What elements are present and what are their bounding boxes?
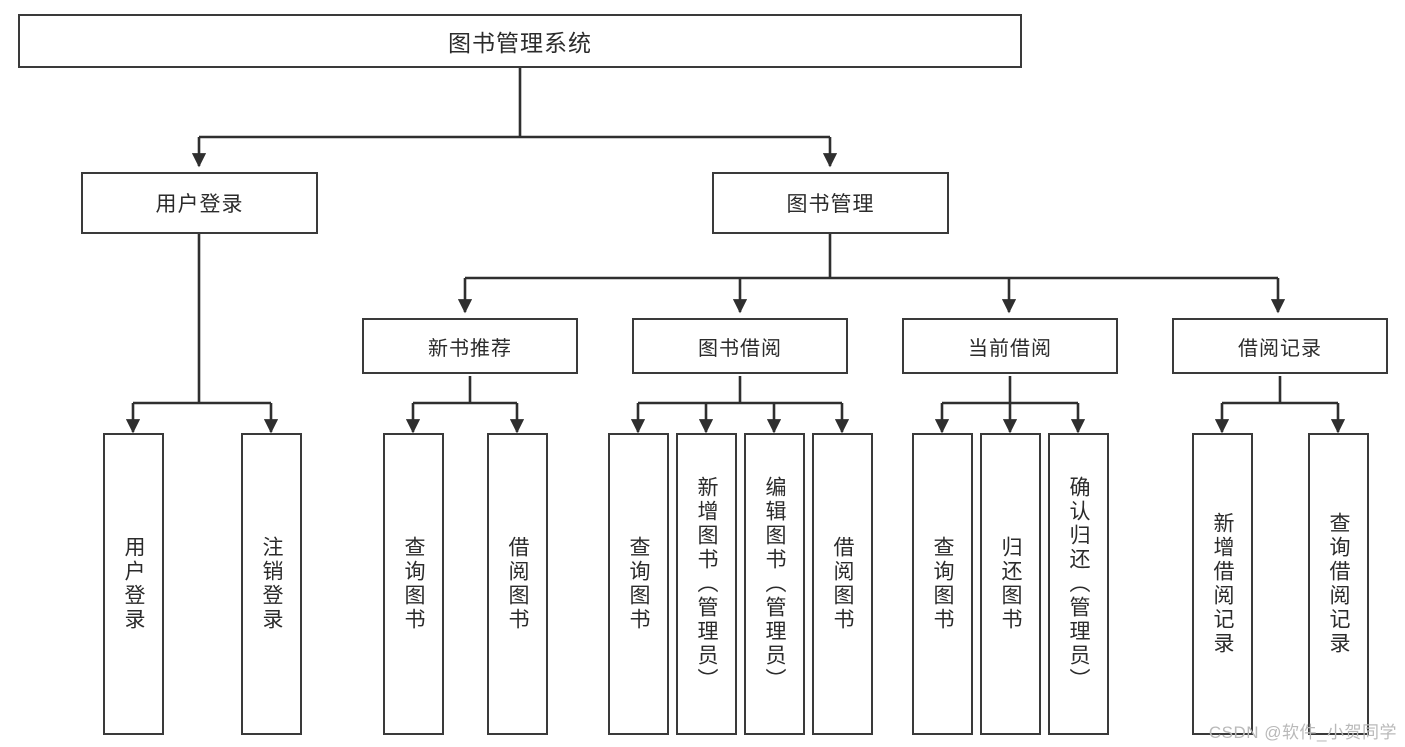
node-book-borrow[interactable]: 图书借阅 (632, 318, 848, 374)
node-leaf-query-book-1[interactable]: 查询图书 (383, 433, 444, 735)
node-leaf-add-borrow-record[interactable]: 新增借阅记录 (1192, 433, 1253, 735)
node-current-borrow[interactable]: 当前借阅 (902, 318, 1118, 374)
node-root-system[interactable]: 图书管理系统 (18, 14, 1022, 68)
node-leaf-borrow-book-2[interactable]: 借阅图书 (812, 433, 873, 735)
node-leaf-query-borrow-record[interactable]: 查询借阅记录 (1308, 433, 1369, 735)
node-leaf-logout-login[interactable]: 注销登录 (241, 433, 302, 735)
node-current-borrow-label: 当前借阅 (968, 337, 1052, 360)
node-leaf-confirm-return-label: 确认归还（管理员） (1067, 476, 1090, 692)
node-leaf-borrow-book-1[interactable]: 借阅图书 (487, 433, 548, 735)
node-leaf-user-login-label: 用户登录 (122, 536, 145, 632)
node-leaf-edit-book-label: 编辑图书（管理员） (763, 476, 786, 692)
node-borrow-record-label: 借阅记录 (1238, 337, 1322, 360)
node-leaf-add-book[interactable]: 新增图书（管理员） (676, 433, 737, 735)
node-new-book-recommend-label: 新书推荐 (428, 337, 512, 360)
node-leaf-query-book-2[interactable]: 查询图书 (608, 433, 669, 735)
node-leaf-query-book-1-label: 查询图书 (402, 536, 425, 632)
node-leaf-query-book-2-label: 查询图书 (627, 536, 650, 632)
csdn-watermark: CSDN @软件_小贺同学 (1208, 723, 1397, 742)
node-leaf-user-login[interactable]: 用户登录 (103, 433, 164, 735)
node-leaf-borrow-book-2-label: 借阅图书 (831, 536, 854, 632)
node-borrow-record[interactable]: 借阅记录 (1172, 318, 1388, 374)
node-book-management-label: 图书管理 (786, 193, 875, 216)
node-book-borrow-label: 图书借阅 (698, 337, 782, 360)
node-leaf-edit-book[interactable]: 编辑图书（管理员） (744, 433, 805, 735)
node-new-book-recommend[interactable]: 新书推荐 (362, 318, 578, 374)
node-user-login[interactable]: 用户登录 (81, 172, 318, 234)
node-leaf-query-book-3-label: 查询图书 (931, 536, 954, 632)
node-leaf-query-book-3[interactable]: 查询图书 (912, 433, 973, 735)
node-root-system-label: 图书管理系统 (448, 30, 592, 56)
node-leaf-add-borrow-record-label: 新增借阅记录 (1211, 512, 1234, 656)
node-leaf-query-borrow-record-label: 查询借阅记录 (1327, 512, 1350, 656)
node-leaf-logout-login-label: 注销登录 (260, 536, 283, 632)
node-user-login-label: 用户登录 (155, 193, 244, 216)
node-leaf-return-book-label: 归还图书 (999, 536, 1022, 632)
node-leaf-add-book-label: 新增图书（管理员） (695, 476, 718, 692)
node-leaf-confirm-return[interactable]: 确认归还（管理员） (1048, 433, 1109, 735)
node-leaf-return-book[interactable]: 归还图书 (980, 433, 1041, 735)
node-leaf-borrow-book-1-label: 借阅图书 (506, 536, 529, 632)
node-book-management[interactable]: 图书管理 (712, 172, 949, 234)
